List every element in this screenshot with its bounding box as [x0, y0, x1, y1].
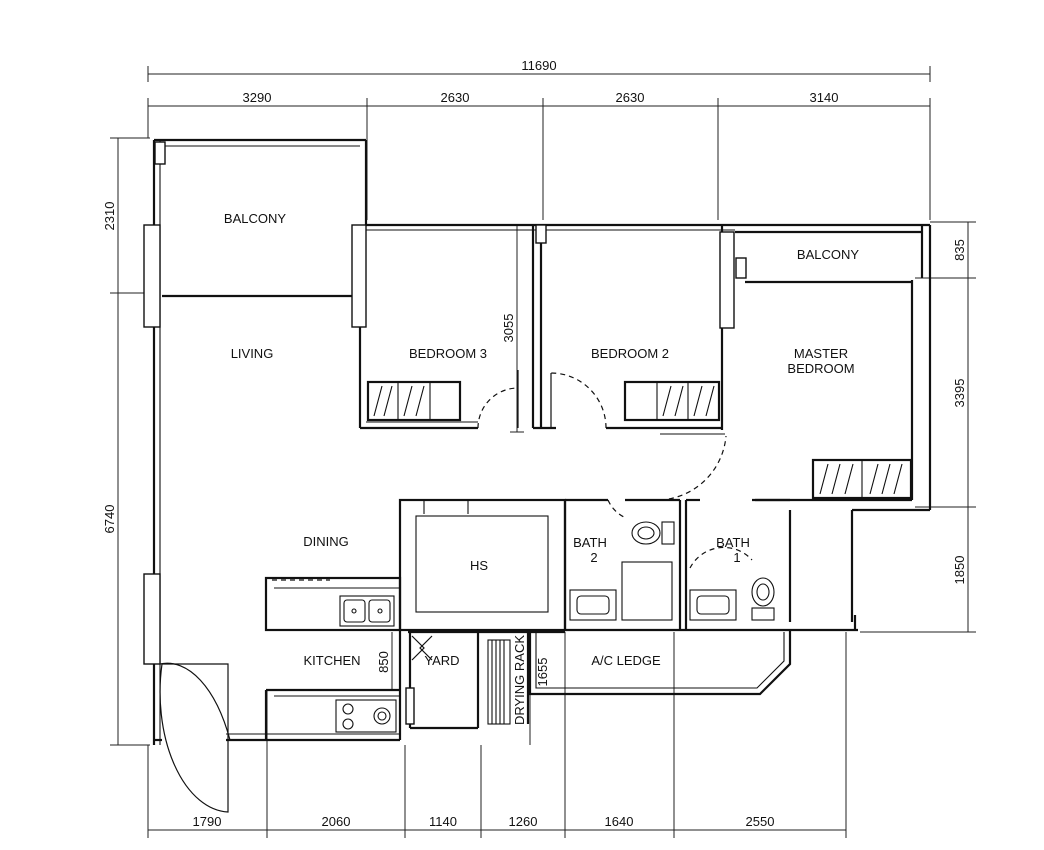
- room-hs: HS: [470, 558, 488, 573]
- room-balcony-right: BALCONY: [797, 247, 859, 262]
- room-bath2-line1: BATH: [573, 535, 607, 550]
- door-bedroom2: [550, 372, 607, 429]
- wardrobe-master: [811, 458, 913, 500]
- dim-bottom-1: 1790: [193, 814, 222, 829]
- window-living: [143, 224, 161, 328]
- toilet-bath1: [751, 577, 775, 621]
- door-main: [159, 663, 229, 813]
- walls: [143, 138, 932, 745]
- dim-top-total: 11690: [521, 58, 556, 73]
- dim-kitchen-yard: 850: [376, 651, 391, 673]
- dim-bottom-4: 1260: [509, 814, 538, 829]
- dim-bedroom3-depth: 3055: [501, 314, 516, 343]
- door-master: [659, 435, 727, 501]
- dim-top-3: 2630: [616, 90, 645, 105]
- room-balcony-left: BALCONY: [224, 211, 286, 226]
- room-ac-ledge: A/C LEDGE: [591, 653, 661, 668]
- room-living: LIVING: [231, 346, 274, 361]
- kitchen-sink: [339, 595, 395, 627]
- room-drying-rack: DRYING RACK: [512, 635, 527, 725]
- wardrobe-bedroom3: [366, 380, 462, 422]
- dim-bottom-2: 2060: [322, 814, 351, 829]
- dim-bottom-5: 1640: [605, 814, 634, 829]
- dim-left-2: 6740: [102, 505, 117, 534]
- window-kitchen: [143, 573, 161, 665]
- dimension-lines: [110, 66, 976, 838]
- dim-top-1: 3290: [243, 90, 272, 105]
- door-bedroom3: [477, 387, 519, 429]
- room-bath1-line2: 1: [733, 550, 740, 565]
- room-dining: DINING: [303, 534, 349, 549]
- dim-right-1: 835: [952, 239, 967, 261]
- door-bath1: [689, 546, 753, 569]
- doors: [159, 370, 753, 813]
- toilet-bath2: [631, 521, 675, 545]
- room-yard: YARD: [424, 653, 459, 668]
- room-bath1-line1: BATH: [716, 535, 750, 550]
- room-bedroom2: BEDROOM 2: [591, 346, 669, 361]
- kitchen-hob: [335, 699, 397, 733]
- room-master-line1: MASTER: [794, 346, 848, 361]
- basin-bath2: [569, 589, 617, 621]
- dim-left-1: 2310: [102, 202, 117, 231]
- fixtures: [272, 380, 913, 733]
- dimension-labels: 11690 3290 2630 2630 3140 1790 2060 1140…: [102, 58, 967, 829]
- room-kitchen: KITCHEN: [303, 653, 360, 668]
- dim-right-2: 3395: [952, 379, 967, 408]
- dim-top-4: 3140: [810, 90, 839, 105]
- basin-bath1: [689, 589, 737, 621]
- room-master-line2: BEDROOM: [787, 361, 854, 376]
- wardrobe-bedroom2: [623, 380, 721, 422]
- dim-drying-rack: 1655: [535, 658, 550, 687]
- room-bath2-line2: 2: [590, 550, 597, 565]
- dim-bottom-3: 1140: [429, 814, 457, 829]
- dim-right-3: 1850: [952, 556, 967, 585]
- dim-top-2: 2630: [441, 90, 470, 105]
- room-labels: BALCONY BALCONY LIVING BEDROOM 3 BEDROOM…: [224, 211, 859, 725]
- door-bath2: [607, 499, 627, 519]
- dim-bottom-6: 2550: [746, 814, 775, 829]
- room-bedroom3: BEDROOM 3: [409, 346, 487, 361]
